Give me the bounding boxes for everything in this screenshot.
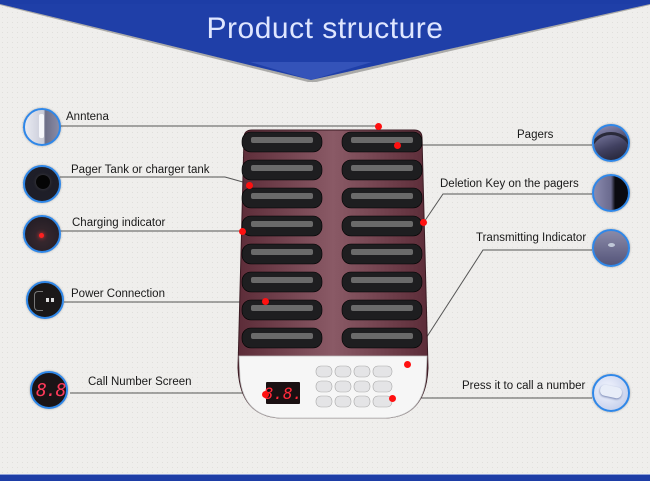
pager-icon xyxy=(592,124,630,162)
charging-led-icon xyxy=(23,215,61,253)
keypad-key xyxy=(353,395,371,408)
header-banner xyxy=(0,0,650,82)
marker-screen xyxy=(262,391,269,398)
charger-tank-icon xyxy=(23,165,61,203)
keypad-key xyxy=(334,395,352,408)
pager-slot xyxy=(341,131,423,153)
pager-slot xyxy=(341,187,423,209)
marker-pagers xyxy=(394,142,401,149)
label-transmitting-indicator: Transmitting Indicator xyxy=(476,232,587,244)
label-charging-indicator: Charging indicator xyxy=(72,217,166,229)
keypad-key xyxy=(372,380,393,393)
pager-slot xyxy=(341,299,423,321)
led-display-icon: 8.8. xyxy=(30,371,68,409)
call-number-display xyxy=(266,382,300,404)
keypad-key xyxy=(315,380,333,393)
marker-call-key xyxy=(389,395,396,402)
top-bar xyxy=(0,0,650,4)
pager-slot xyxy=(341,271,423,293)
label-press-to-call: Press it to call a number xyxy=(462,380,586,392)
pager-slot xyxy=(341,159,423,181)
marker-deletion-key xyxy=(420,219,427,226)
keypad-key xyxy=(372,365,393,378)
pager-slot xyxy=(341,243,423,265)
marker-antenna xyxy=(375,123,382,130)
keypad-key xyxy=(315,395,333,408)
transmit-led-icon xyxy=(592,229,630,267)
pager-slot xyxy=(241,299,323,321)
label-deletion-key: Deletion Key on the pagers xyxy=(440,178,579,190)
label-antenna: Anntena xyxy=(66,111,109,123)
label-power-connection: Power Connection xyxy=(71,288,165,300)
leader-transmit xyxy=(407,249,592,367)
label-call-number-screen: Call Number Screen xyxy=(88,376,192,388)
pager-slot xyxy=(341,215,423,237)
marker-charging xyxy=(239,228,246,235)
bottom-bar xyxy=(0,474,650,481)
pager-slot xyxy=(241,159,323,181)
pager-slot xyxy=(341,327,423,349)
keypad-key xyxy=(334,365,352,378)
page-title: Product structure xyxy=(206,12,444,45)
keypad-key xyxy=(353,365,371,378)
label-charger-tank: Pager Tank or charger tank xyxy=(71,164,210,176)
pager-slot xyxy=(241,327,323,349)
deletion-key-icon xyxy=(592,174,630,212)
pager-slot xyxy=(241,271,323,293)
display-readout: 8.8. xyxy=(264,384,303,403)
pager-base-station: 8.8. xyxy=(237,129,429,419)
keypad-key xyxy=(315,365,333,378)
pager-slot xyxy=(241,215,323,237)
marker-transmit xyxy=(404,361,411,368)
keypad-key xyxy=(353,380,371,393)
pager-slot xyxy=(241,187,323,209)
keypad-key xyxy=(334,380,352,393)
marker-charger-tank xyxy=(246,182,253,189)
pager-slot xyxy=(241,131,323,153)
antenna-icon xyxy=(23,108,61,146)
label-pagers: Pagers xyxy=(517,129,554,141)
marker-power xyxy=(262,298,269,305)
power-port-icon xyxy=(26,281,64,319)
pager-slot xyxy=(241,243,323,265)
leader-deletion xyxy=(423,193,592,223)
call-button-icon xyxy=(592,374,630,412)
